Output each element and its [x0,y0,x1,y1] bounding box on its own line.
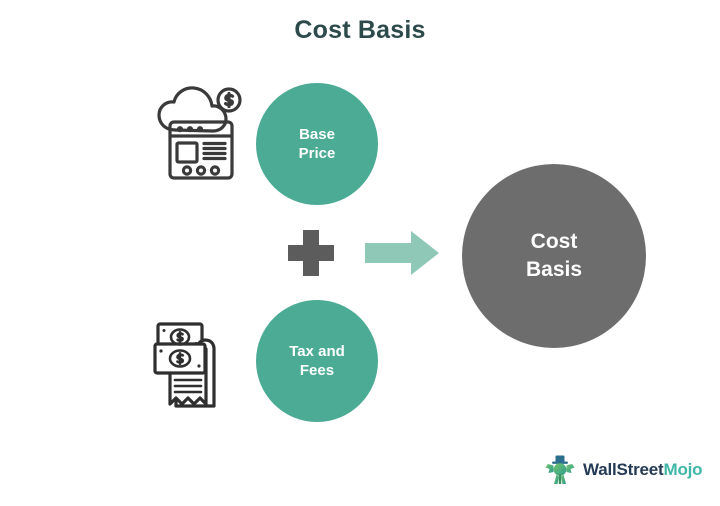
brand-wordmark: WallStreetMojo [583,460,703,480]
tax-and-fees-label-line1: Tax and [289,342,345,360]
cloud-browser-dollar-icon [155,84,243,184]
page-title: Cost Basis [294,16,426,44]
base-price-label-line2: Price [298,145,336,162]
brand-wordmark-part-b: Mojo [663,460,703,479]
cost-basis-label-line2: Basis [525,258,583,281]
arrow-right-icon [363,228,441,278]
brand-wordmark-part-a: WallStreet [583,460,664,479]
base-price-label-line1: Base [299,125,335,143]
tax-and-fees-circle[interactable]: Tax and Fees [256,300,378,422]
base-price-circle[interactable]: Base Price [256,83,378,205]
plus-icon-vertical-bar [303,230,319,276]
plus-icon [288,230,334,276]
money-receipt-icon [152,318,232,416]
brand-logo[interactable]: WallStreetMojo [543,450,703,490]
wallstreetmojo-bull-icon [543,453,577,487]
cost-basis-label-line1: Cost [530,229,578,253]
cost-basis-circle[interactable]: Cost Basis [462,164,646,348]
tax-and-fees-label-line2: Fees [299,362,335,379]
